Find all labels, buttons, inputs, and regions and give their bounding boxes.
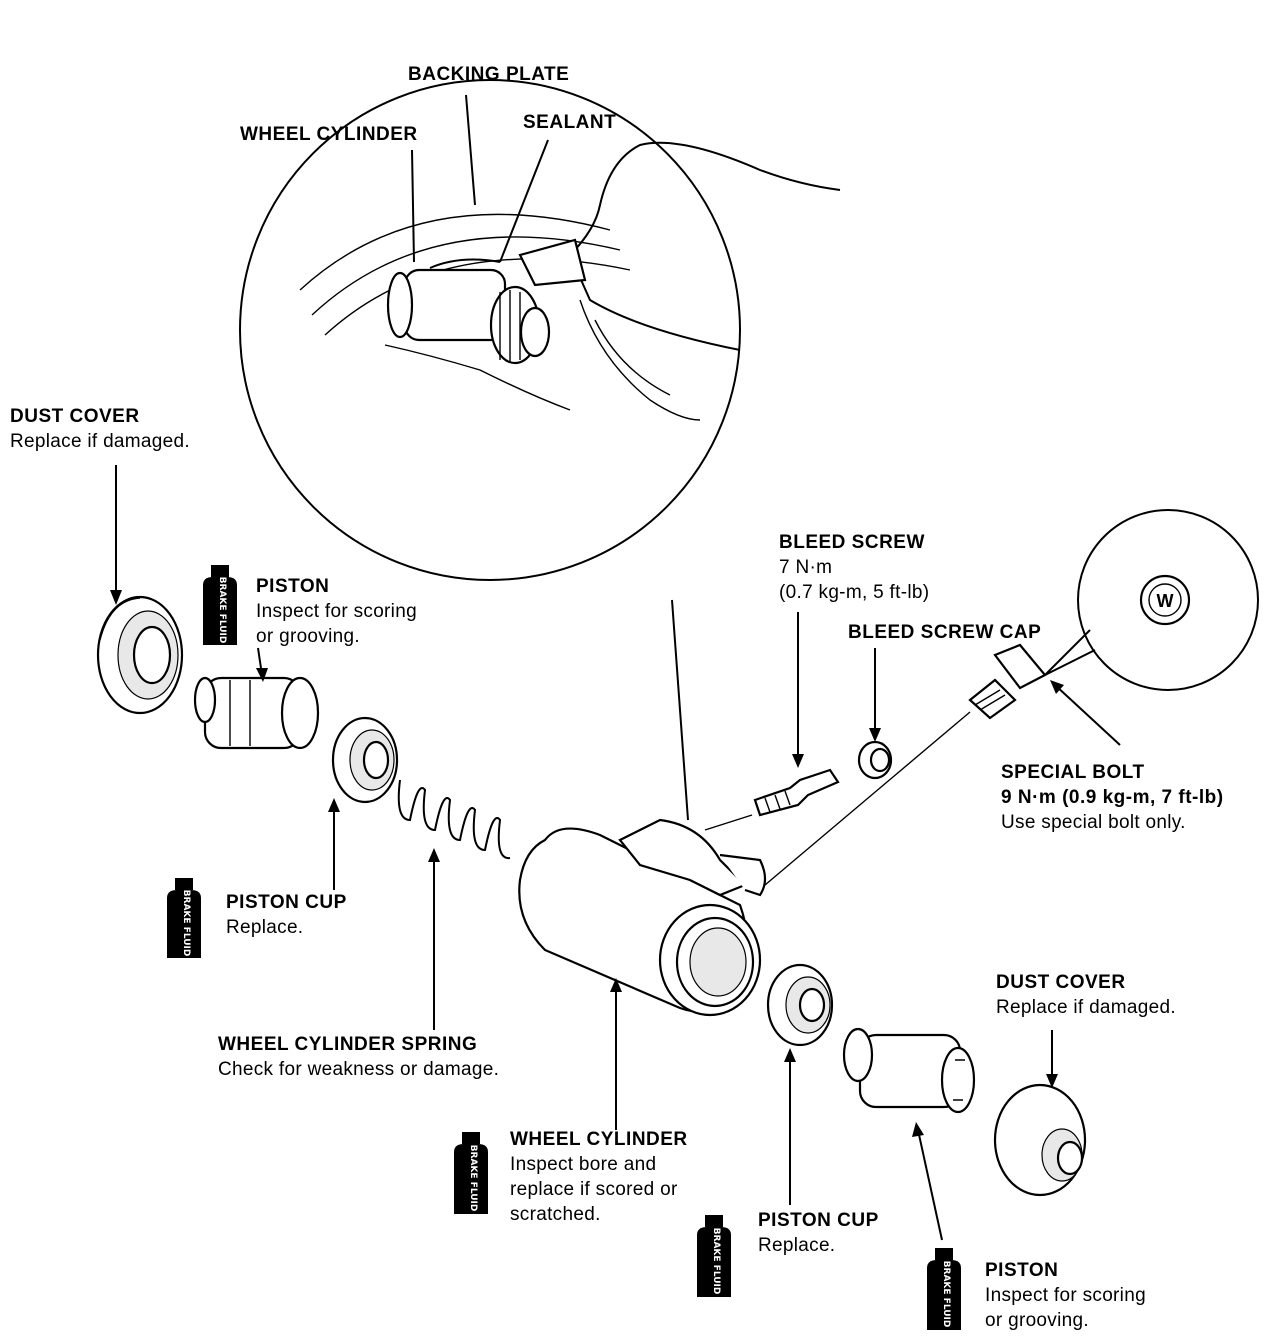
label-bleed-screw-cap: BLEED SCREW CAP xyxy=(848,622,1042,643)
inset-label-sealant: SEALANT xyxy=(523,112,617,133)
label-piston-cup-right: PISTON CUP Replace. xyxy=(758,1210,879,1256)
inset-detail xyxy=(239,79,841,581)
bleed-screw xyxy=(753,768,840,817)
dust-cover-left xyxy=(96,595,184,715)
brake-fluid-bottle-1: BRAKE FLUID xyxy=(203,565,237,645)
piston-right xyxy=(842,1027,976,1114)
main-wheel-cylinder xyxy=(518,818,767,1017)
label-bleed-screw: BLEED SCREW 7 N·m (0.7 kg-m, 5 ft-lb) xyxy=(779,532,930,603)
label-wheel-cylinder-spring: WHEEL CYLINDER SPRING Check for weakness… xyxy=(218,1034,500,1080)
piston-left xyxy=(193,676,320,750)
inset-wheel-cylinder xyxy=(386,258,551,365)
special-bolt xyxy=(968,643,1047,720)
svg-text:BRAKE FLUID: BRAKE FLUID xyxy=(217,577,227,644)
bleed-screw-cap xyxy=(857,740,893,780)
dust-cover-right xyxy=(993,1083,1087,1197)
svg-text:BRAKE FLUID: BRAKE FLUID xyxy=(941,1261,951,1328)
brake-fluid-bottle-2: BRAKE FLUID xyxy=(167,878,201,958)
wheel-cylinder-spring xyxy=(397,779,511,860)
svg-text:BRAKE FLUID: BRAKE FLUID xyxy=(468,1145,478,1212)
bolt-head-inset: W xyxy=(1044,509,1259,691)
brake-fluid-bottle-3: BRAKE FLUID xyxy=(454,1132,488,1214)
label-special-bolt: SPECIAL BOLT 9 N·m (0.9 kg-m, 7 ft-lb) U… xyxy=(1001,762,1224,833)
piston-cup-left xyxy=(331,716,399,804)
svg-text:BRAKE FLUID: BRAKE FLUID xyxy=(181,890,191,957)
brake-fluid-bottle-4: BRAKE FLUID xyxy=(697,1215,731,1297)
label-dust-cover-right: DUST COVER Replace if damaged. xyxy=(996,972,1176,1018)
label-piston-left: PISTON Inspect for scoring or grooving. xyxy=(256,576,417,647)
svg-text:BRAKE FLUID: BRAKE FLUID xyxy=(711,1228,721,1295)
piston-cup-right xyxy=(766,963,834,1047)
inset-label-backing-plate: BACKING PLATE xyxy=(408,64,570,85)
bolt-w-mark: W xyxy=(1157,591,1174,611)
inset-label-wheel-cylinder: WHEEL CYLINDER xyxy=(240,124,418,145)
label-dust-cover-left: DUST COVER Replace if damaged. xyxy=(10,406,190,452)
label-wheel-cylinder: WHEEL CYLINDER Inspect bore and replace … xyxy=(510,1129,688,1225)
brake-fluid-bottle-5: BRAKE FLUID xyxy=(927,1248,961,1330)
label-piston-right: PISTON Inspect for scoring or grooving. xyxy=(985,1260,1146,1331)
label-piston-cup-left: PISTON CUP Replace. xyxy=(226,892,347,938)
